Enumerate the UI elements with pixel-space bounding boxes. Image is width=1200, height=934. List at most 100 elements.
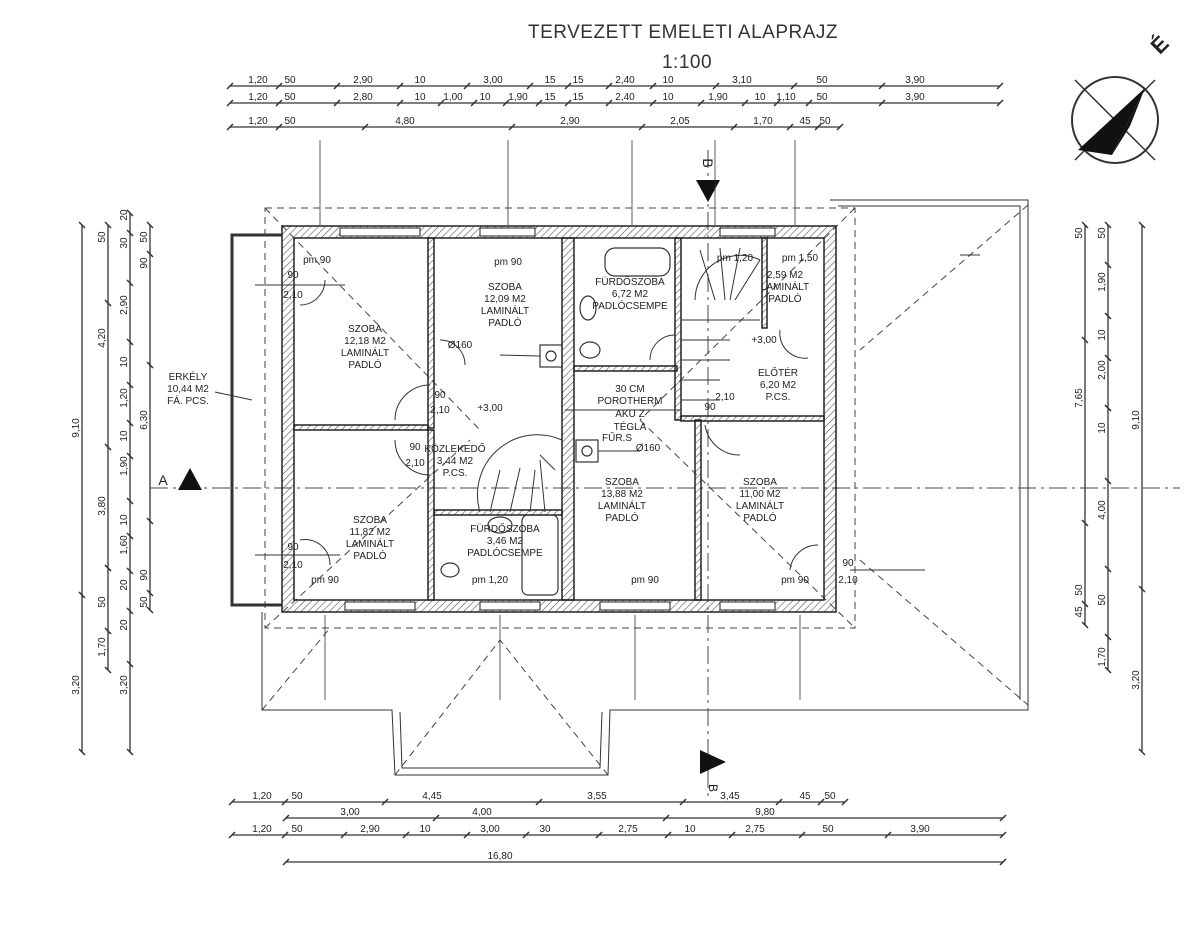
room-name: SZOBA [605, 477, 639, 488]
north-label: É [1146, 31, 1174, 59]
plan-annotation: pm 1,50 [782, 253, 819, 264]
dimension-label: 50 [97, 231, 108, 243]
plan-annotation: +3,00 [477, 403, 503, 414]
dimension-label: 3,10 [732, 75, 752, 86]
dimension-label: 4,80 [395, 116, 415, 127]
room-floor-finish: PADLÓ [348, 358, 381, 371]
room-name: ERKÉLY [169, 370, 208, 383]
dimension-label: 9,10 [1131, 410, 1142, 430]
plan-annotation: pm 90 [303, 255, 331, 266]
plan-annotation: 90 [434, 390, 446, 401]
dimension-label: 50 [822, 824, 834, 835]
dimension-label: 2,90 [560, 116, 580, 127]
dimension-label: 50 [97, 596, 108, 608]
dimension-label: 15 [544, 92, 556, 103]
plan-annotation: POROTHERM [598, 396, 663, 407]
plan-annotation: FŰR.S [602, 430, 632, 444]
dimension-label: 50 [1097, 227, 1108, 239]
dimension-label: 10 [414, 92, 426, 103]
dimension-label: 3,00 [340, 807, 360, 818]
dimension-label: 3,55 [587, 791, 607, 802]
dimension-label: 1,00 [443, 92, 463, 103]
dimension-label: 2,40 [615, 92, 635, 103]
dimension-label: 50 [1097, 594, 1108, 606]
room-floor-finish: PADLÓ [353, 549, 386, 562]
room-area: 6,72 M2 [612, 289, 649, 300]
dimension-label: 10 [1097, 329, 1108, 341]
dimension-label: 6,30 [139, 410, 150, 430]
plan-annotation: 2,10 [430, 405, 450, 416]
dimension-label: 9,80 [755, 807, 775, 818]
room-area: 11,00 M2 [740, 489, 781, 500]
plan-annotation: pm 90 [311, 575, 339, 586]
dimension-label: 30 [119, 237, 130, 249]
room-name: SZOBA [488, 282, 522, 293]
dimension-label: 10 [119, 356, 130, 368]
room-floor-finish: LAMINÁLT [761, 280, 809, 293]
dimension-label: 45 [799, 791, 811, 802]
roof-hip-lines [261, 204, 1029, 776]
dimension-label: 3,90 [905, 75, 925, 86]
dimension-label: 15 [572, 92, 584, 103]
plan-annotation: 2,10 [405, 458, 425, 469]
plan-annotation: 2,10 [283, 290, 303, 301]
plan-annotation: 30 CM [615, 384, 644, 395]
dimension-label: 3,45 [720, 791, 740, 802]
dimension-label: 7,65 [1074, 388, 1085, 408]
dimension-label: 1,90 [708, 92, 728, 103]
room-area: 12,18 M2 [344, 336, 386, 347]
dimension-label: 10 [662, 75, 674, 86]
room-name: SZOBA [743, 477, 777, 488]
dimension-label: 1,90 [508, 92, 528, 103]
plan-annotation: 90 [409, 442, 421, 453]
dimension-label: 2,90 [119, 295, 130, 315]
dimension-label: 2,40 [615, 75, 635, 86]
dimension-label: 10 [1097, 422, 1108, 434]
dimension-label: 2,90 [353, 75, 373, 86]
exterior-walls [281, 225, 837, 613]
dimension-label: 50 [291, 824, 303, 835]
section-a-label: A [158, 472, 168, 488]
dimension-label: 15 [544, 75, 556, 86]
dimension-label: 50 [1074, 227, 1085, 239]
dimension-label: 3,20 [71, 675, 82, 695]
dimension-label: 10 [754, 92, 766, 103]
plan-annotation: pm 90 [781, 575, 809, 586]
dimension-label: 3,90 [905, 92, 925, 103]
plan-annotation: 2,10 [715, 392, 735, 403]
room-area: 3,44 M2 [437, 456, 474, 467]
dimension-label: 3,20 [119, 675, 130, 695]
room-name: ELŐTÉR [758, 365, 798, 379]
plan-annotation: Ø160 [448, 340, 473, 351]
section-b-top-label: B [700, 158, 716, 167]
room-area: 12,09 M2 [484, 294, 526, 305]
room-name: FÜRDŐSZOBA [470, 521, 540, 535]
dimension-label: 10 [479, 92, 491, 103]
section-b-bottom-marker-icon [700, 750, 726, 774]
dimension-label: 2,75 [618, 824, 638, 835]
dimension-label: 2,75 [745, 824, 765, 835]
room-area: 13,88 M2 [601, 489, 643, 500]
room-name: SZOBA [348, 324, 382, 335]
plan-annotation: pm 1,20 [717, 253, 754, 264]
plan-annotation: pm 90 [631, 575, 659, 586]
balcony-outline [230, 233, 282, 607]
room-name: FÜRDŐSZOBA [595, 274, 665, 288]
room-floor-finish: PADLÓ [743, 511, 776, 524]
room-floor-finish: P.CS. [766, 392, 791, 403]
dimension-label: 3,00 [480, 824, 500, 835]
dimension-label: 1,20 [252, 791, 272, 802]
dimension-label: 3,80 [97, 496, 108, 516]
dimension-label: 50 [819, 116, 831, 127]
room-area: 11,82 M2 [350, 527, 391, 538]
dimension-label: 3,00 [483, 75, 503, 86]
dimension-label: 1,20 [119, 388, 130, 408]
